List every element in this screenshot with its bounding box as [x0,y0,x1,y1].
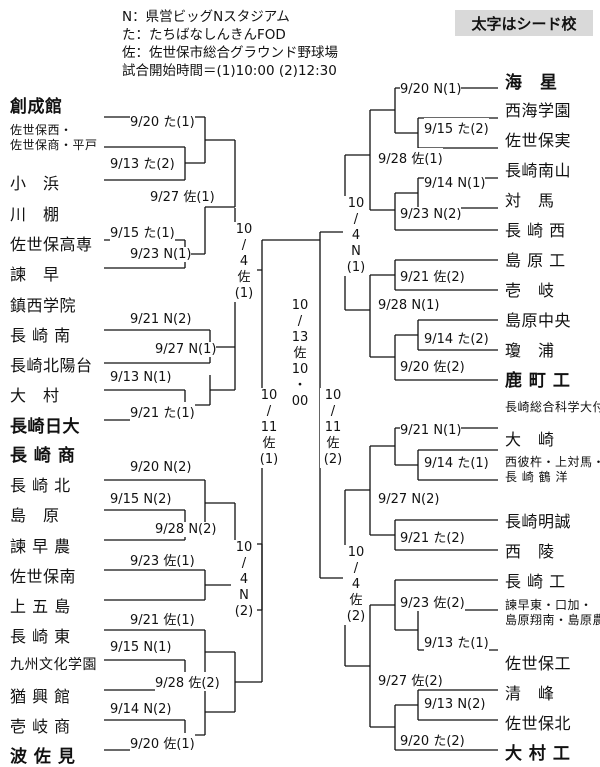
round-label-left-semi: 10 / 11 佐 (1) [256,388,282,468]
match-label: 9/14 N(2) [110,702,172,717]
team-name: 長 崎 南 [10,326,71,345]
team-name: 大 村 [10,386,60,405]
team-name: 諫 早 農 [10,537,71,556]
legend-line: 試合開始時間＝(1)10:00 (2)12:30 [122,63,337,79]
team-name: 佐世保工 [505,654,572,673]
match-label: 9/21 N(2) [130,312,192,327]
legend-line: た：たちばなしんきんFOD [122,27,286,43]
match-label: 9/28 N(2) [155,522,217,537]
team-name: 鎮西学院 [10,296,77,315]
team-name: 大 村 工 [505,744,571,764]
team-name: 長崎総合科学大付 [505,400,600,414]
team-name: 鹿 町 工 [505,371,571,391]
match-label: 9/13 た(1) [424,632,489,651]
match-label: 9/21 佐(2) [400,266,465,285]
match-label: 9/28 佐(1) [378,148,443,167]
team-name: 大 崎 [505,430,555,449]
team-name: 西彼杵・上対馬・ 長 崎 鶴 洋 [505,455,600,484]
seed-note: 太字はシード校 [455,10,593,36]
team-name: 島原中央 [505,311,572,330]
team-name: 島 原 [10,506,60,525]
match-label: 9/13 た(2) [110,153,175,172]
legend-line: N：県営ビッグNスタジアム [122,9,290,25]
team-name: 佐世保北 [505,714,572,733]
round-label-left-top: 10 / 4 佐 (1) [231,222,257,302]
team-name: 長崎南山 [505,161,572,180]
team-name: 長崎明誠 [505,512,572,531]
team-name: 創成館 [10,97,63,117]
team-name: 諫早東・口加・ 島原翔南・島原農 [505,598,600,627]
team-name: 長 崎 商 [10,446,76,466]
team-name: 猶 興 館 [10,687,71,706]
match-label: 9/23 佐(1) [130,550,195,569]
legend-line: 佐：佐世保市総合グラウンド野球場 [122,45,338,61]
match-label: 9/21 N(1) [400,423,462,438]
team-name: 佐世保南 [10,567,77,586]
team-name: 九州文化学園 [10,657,97,673]
match-label: 9/14 た(1) [424,452,489,471]
round-label-right-semi: 10 / 11 佐 (2) [320,388,346,468]
team-name: 佐世保高専 [10,235,93,254]
team-name: 佐世保西・ 佐世保商・平戸 [10,123,98,152]
team-name: 上 五 島 [10,597,71,616]
team-name: 長崎日大 [10,417,80,437]
team-name: 西 陵 [505,542,555,561]
match-label: 9/15 た(2) [424,118,489,137]
match-label: 9/27 佐(2) [378,670,443,689]
round-label-left-bottom: 10 / 4 N (2) [231,540,257,620]
team-name: 長 崎 西 [505,221,566,240]
team-name: 川 棚 [10,205,60,224]
team-name: 島 原 工 [505,251,566,270]
team-name: 長 崎 工 [505,572,566,591]
team-name: 諫 早 [10,265,60,284]
match-label: 9/20 N(1) [400,82,462,97]
match-label: 9/20 N(2) [130,460,192,475]
match-label: 9/23 N(2) [400,207,462,222]
round-label-right-bottom: 10 / 4 佐 (2) [343,545,369,625]
team-name: 長 崎 北 [10,476,71,495]
match-label: 9/23 佐(2) [400,592,465,611]
team-name: 清 峰 [505,684,555,703]
team-name: 壱 岐 商 [10,717,71,736]
match-label: 9/28 N(1) [378,298,440,313]
match-label: 9/20 た(2) [400,730,465,749]
match-label: 9/21 佐(1) [130,609,195,628]
match-label: 9/20 た(1) [130,111,195,130]
team-name: 長 崎 東 [10,627,71,646]
match-label: 9/20 佐(1) [130,733,195,752]
match-label: 9/28 佐(2) [155,672,220,691]
match-label: 9/21 た(1) [130,402,195,421]
team-name: 佐世保実 [505,131,572,150]
match-label: 9/15 N(2) [110,492,172,507]
team-name: 壱 岐 [505,281,555,300]
venue-legend: N：県営ビッグNスタジアム た：たちばなしんきんFOD 佐：佐世保市総合グラウン… [122,8,338,80]
match-label: 9/21 た(2) [400,527,465,546]
team-name: 西海学園 [505,101,572,120]
team-name: 対 馬 [505,191,555,210]
match-label: 9/27 N(2) [378,492,440,507]
match-label: 9/20 佐(2) [400,356,465,375]
match-label: 9/13 N(2) [424,697,486,712]
match-label: 9/13 N(1) [110,370,172,385]
team-name: 海 星 [505,73,558,93]
match-label: 9/14 N(1) [424,176,486,191]
match-label: 9/23 N(1) [130,247,192,262]
team-name: 小 浜 [10,174,60,193]
match-label: 9/15 N(1) [110,640,172,655]
team-name: 波 佐 見 [10,747,76,767]
match-label: 9/27 N(1) [155,342,217,357]
match-label: 9/14 た(2) [424,328,489,347]
match-label: 9/27 佐(1) [150,186,215,205]
round-label-final: 10 / 13 佐 10 ・ 00 [287,298,313,410]
match-label: 9/15 た(1) [110,222,175,241]
round-label-right-top: 10 / 4 N (1) [343,196,369,276]
team-name: 瓊 浦 [505,341,555,360]
team-name: 長崎北陽台 [10,356,93,375]
